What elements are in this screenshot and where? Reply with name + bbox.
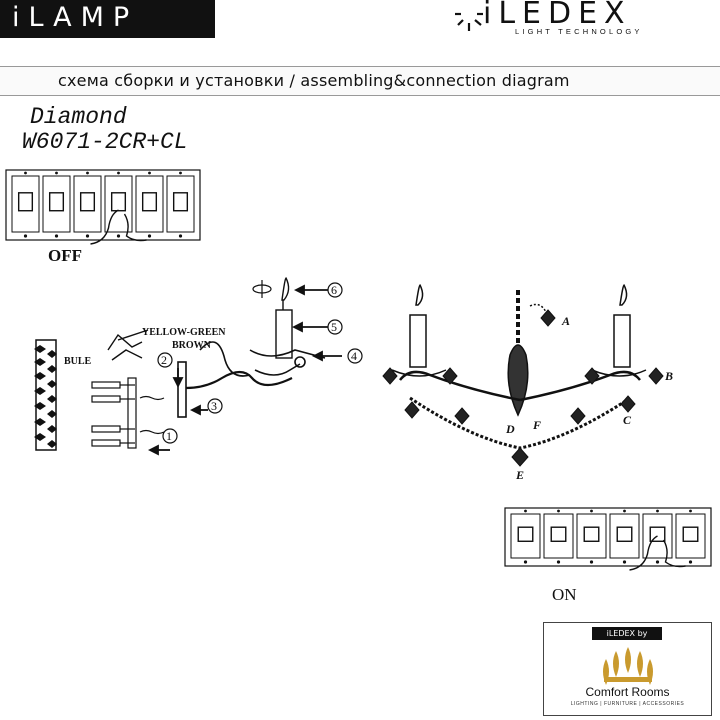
- crown-logo-icon: [603, 647, 653, 685]
- part-b-label: B: [665, 369, 674, 383]
- iledex-rays-icon: [455, 12, 483, 31]
- iledex-logo: iLEDEX LIGHT TECHNOLOGY: [455, 0, 715, 40]
- on-label: ON: [552, 585, 577, 604]
- diagram-title-band: схема сборки и установки / assembling&co…: [0, 66, 720, 96]
- diagram-title: схема сборки и установки / assembling&co…: [58, 71, 570, 90]
- blue-wire-label: BULE: [64, 356, 92, 367]
- step-6-label: 6: [331, 283, 337, 297]
- switch-key: [42, 171, 71, 238]
- switch-key: [73, 171, 102, 238]
- rotate-arrow-icon: [252, 280, 272, 298]
- brand-name: Comfort Rooms: [585, 685, 670, 699]
- crown-base: [604, 677, 652, 682]
- mounting-diagram: [34, 277, 363, 456]
- step-1-label: 1: [166, 429, 172, 443]
- right-bobeche-icon: [591, 369, 647, 377]
- crown-petal: [625, 647, 631, 673]
- switch-key: [609, 509, 640, 564]
- step-5-label: 5: [331, 320, 337, 334]
- brand-box-top: iLEDEX by: [592, 627, 662, 640]
- switch-key: [166, 171, 195, 238]
- part-a-label: A: [562, 314, 571, 328]
- center-ornament-icon: [507, 344, 529, 417]
- switch-key: [11, 171, 40, 238]
- yellow-green-wire-label: YELLOW-GREEN: [142, 327, 226, 338]
- step-3-circle: [207, 398, 223, 414]
- step-5-circle: [327, 319, 343, 335]
- brand-subtitle: LIGHTING | FURNITURE | ACCESSORIES: [570, 701, 685, 707]
- right-flame-icon: [619, 284, 628, 306]
- switch-key: [543, 509, 574, 564]
- switch-key: [576, 509, 607, 564]
- switch-key: [135, 171, 164, 238]
- lamp-front-view: [382, 284, 664, 467]
- crystal-strip-icon: [34, 339, 57, 451]
- step-4-circle: [347, 348, 363, 364]
- switch-panel-on: [504, 507, 712, 571]
- crown-petal: [637, 651, 643, 677]
- switch-key: [510, 509, 541, 564]
- switch-panel-off: [5, 169, 201, 245]
- step-arrows: [147, 284, 342, 456]
- part-f-label: F: [533, 418, 542, 432]
- crown-petal: [613, 651, 619, 677]
- product-name: Diamond: [30, 104, 127, 130]
- step-2-label: 2: [161, 353, 167, 367]
- product-code: W6071-2CR+CL: [22, 129, 188, 155]
- step-3-label: 3: [211, 399, 217, 413]
- left-flame-icon: [415, 284, 424, 306]
- iledex-tagline: LIGHT TECHNOLOGY: [515, 27, 643, 36]
- ilamp-logo-text: iLAMP: [12, 2, 139, 33]
- off-label: OFF: [48, 246, 82, 265]
- left-candle-icon: [409, 314, 427, 368]
- wires-icon: [107, 329, 149, 361]
- step-1-circle: [162, 428, 178, 444]
- ilamp-logo: iLAMP: [0, 0, 215, 38]
- lamp-arm-side-icon: [177, 341, 326, 418]
- brand-box: iLEDEX by Comfort Rooms LIGHTING | FURNI…: [543, 622, 712, 716]
- brown-wire-label: BROWN: [172, 340, 211, 351]
- left-bobeche-icon: [391, 369, 447, 377]
- right-candle-icon: [613, 314, 631, 368]
- pointing-hand-icon: [629, 535, 686, 571]
- candle-icon: [275, 277, 293, 359]
- screws-icon: [91, 377, 165, 449]
- step-2-circle: [157, 352, 173, 368]
- part-c-label: C: [623, 413, 632, 427]
- switch-key: [675, 509, 706, 564]
- pointing-hand-icon: [90, 209, 147, 245]
- iledex-logo-text: iLEDEX: [483, 0, 632, 31]
- part-e-label: E: [516, 468, 525, 482]
- crystal-pendants: [382, 309, 664, 467]
- step-4-label: 4: [351, 349, 357, 363]
- step-6-circle: [327, 282, 343, 298]
- part-d-label: D: [506, 422, 515, 436]
